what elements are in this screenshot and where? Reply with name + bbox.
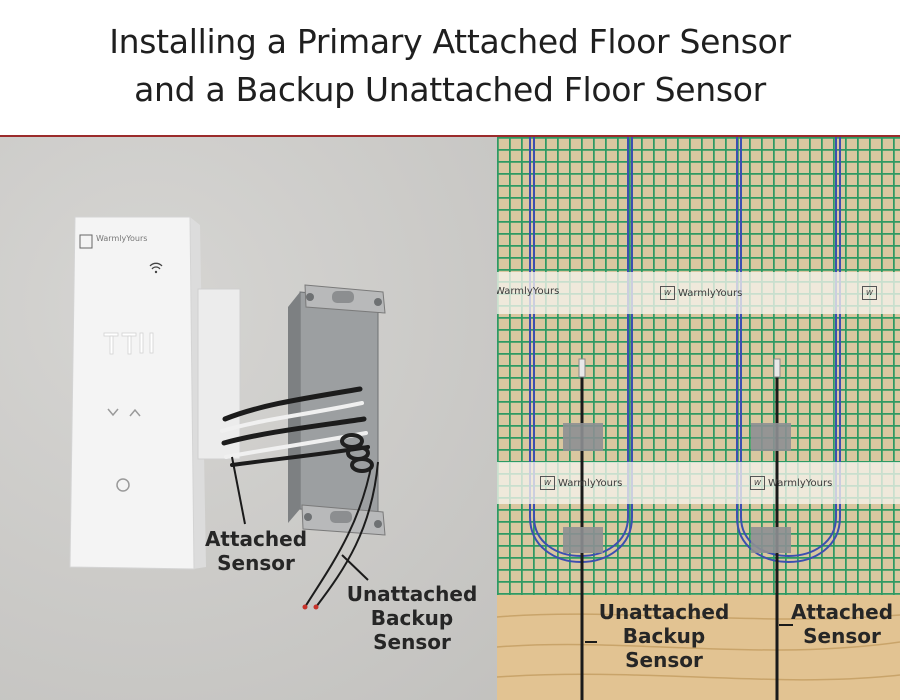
wifi-dot [154, 270, 158, 274]
bottom-left-screw-icon [304, 513, 312, 521]
right-unattached-line-1: Unattached [598, 600, 730, 624]
power-icon [116, 478, 130, 492]
thermostat-illustration [69, 216, 386, 610]
wifi-icon [149, 262, 163, 270]
down-arrow-icon [107, 408, 119, 417]
attached-callout-line-2: Sensor [217, 551, 295, 575]
unattached-sensor-callout: Unattached Backup Sensor [342, 582, 482, 654]
tape-label-top-right: W [862, 286, 880, 300]
tape-label-top-left: WarmlyYours [497, 286, 559, 297]
heating-mat-illustration [497, 137, 900, 700]
brand-logo-icon: W [750, 476, 765, 490]
brand-logo-icon: W [660, 286, 675, 300]
brand-logo-icon: W [540, 476, 555, 490]
backup-sensor-tip-2 [313, 604, 319, 610]
plywood-subfloor [497, 595, 900, 700]
right-unattached-sensor-callout: Unattached Backup Sensor [589, 600, 739, 672]
thermostat-display [103, 332, 154, 355]
tape-brand-text: WarmlyYours [768, 478, 833, 489]
tape-brand-text: WarmlyYours [497, 286, 560, 297]
top-left-screw-icon [306, 293, 314, 301]
bottom-screw-slot [330, 511, 352, 523]
title-divider [0, 135, 900, 137]
brand-logo-icon: W [862, 286, 877, 300]
right-unattached-line-2: Backup [622, 624, 706, 648]
top-right-screw-icon [374, 298, 382, 306]
mat-tape-top [497, 272, 900, 314]
right-attached-line-1: Attached [790, 600, 894, 624]
mat-grid [497, 137, 900, 599]
backup-sensor-tip-1 [302, 604, 308, 610]
top-screw-slot [332, 291, 354, 303]
tape-brand-text: WarmlyYours [678, 288, 743, 299]
attached-leader-line [231, 456, 246, 525]
title-line-2: and a Backup Unattached Floor Sensor [134, 70, 766, 109]
right-unattached-line-3: Sensor [625, 648, 703, 672]
thermostat-installation-panel: WarmlyYours Attached Sensor Unattached B… [0, 137, 497, 700]
right-attached-line-2: Sensor [803, 624, 881, 648]
unattached-sensor-tip [578, 358, 586, 378]
unattached-leader-line [341, 554, 369, 581]
tape-brand-text: WarmlyYours [558, 478, 623, 489]
unattached-callout-line-1: Unattached [346, 582, 478, 606]
attached-callout-line-1: Attached [204, 527, 308, 551]
thermostat-brand-label: WarmlyYours [96, 234, 148, 243]
attached-sensor-callout: Attached Sensor [196, 527, 316, 575]
bottom-right-screw-icon [374, 520, 382, 528]
up-arrow-icon [129, 408, 141, 417]
wood-grain [497, 613, 900, 681]
box-front [299, 291, 379, 516]
sensor-tape-pieces [563, 423, 791, 553]
attached-sensor-tip [773, 358, 781, 378]
title-line-1: Installing a Primary Attached Floor Sens… [109, 22, 791, 61]
mat-tape-bottom [497, 462, 900, 504]
thermostat-body [69, 216, 195, 570]
right-attached-sensor-callout: Attached Sensor [782, 600, 900, 648]
thermostat-logo-icon [79, 234, 93, 249]
thermostat-mount [197, 288, 241, 460]
unattached-callout-line-3: Sensor [373, 630, 451, 654]
page-title: Installing a Primary Attached Floor Sens… [0, 18, 900, 114]
box-side [288, 292, 300, 523]
backup-sensor-wire [304, 461, 379, 608]
unattached-callout-line-2: Backup [370, 606, 454, 630]
